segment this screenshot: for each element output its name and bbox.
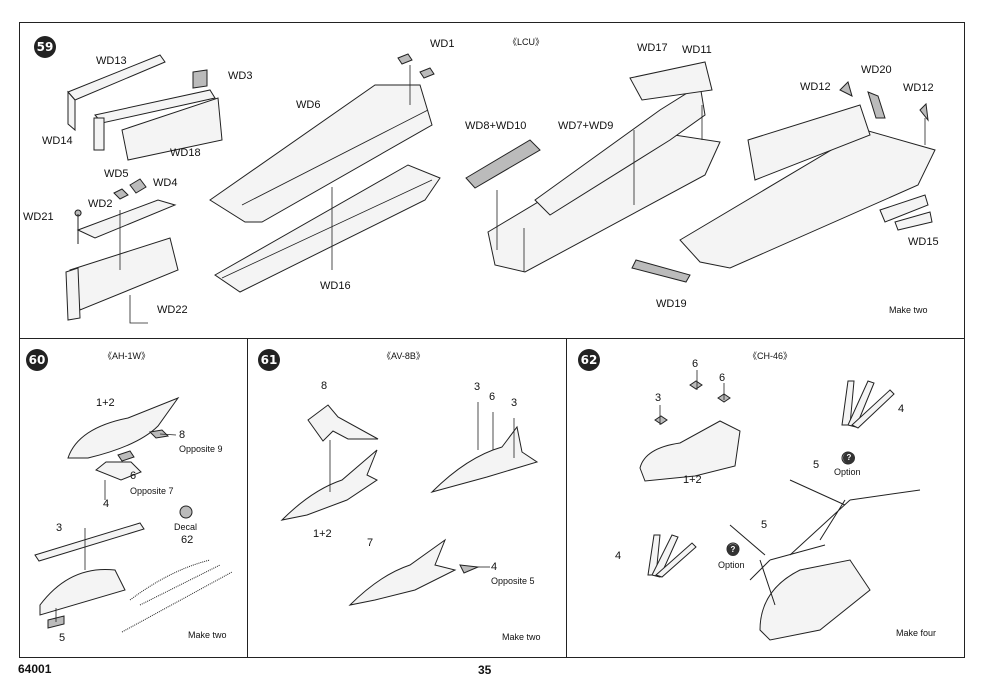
step-number-62: 62 xyxy=(578,349,600,371)
part-label: WD11 xyxy=(682,44,712,56)
part-label: WD16 xyxy=(320,280,351,292)
page-number: 35 xyxy=(478,663,492,677)
part-label: WD4 xyxy=(153,177,178,189)
option-label: Option xyxy=(718,560,745,570)
part-label: WD15 xyxy=(908,236,939,248)
option-icon: ? xyxy=(727,544,739,556)
part-label: 5 xyxy=(761,519,768,531)
part-label: 6 xyxy=(719,372,726,384)
part-label: 1+2 xyxy=(96,397,115,409)
step-number-59: 59 xyxy=(34,36,56,58)
lcu-deck-halves xyxy=(209,53,441,293)
step-number-60: 60 xyxy=(26,349,48,371)
opposite-note: Opposite 7 xyxy=(130,486,174,496)
part-label: 8 xyxy=(321,380,328,392)
part-label: 5 xyxy=(813,459,820,471)
part-label: 7 xyxy=(367,537,374,549)
option-label: Option xyxy=(834,467,861,477)
decal-label: Decal xyxy=(174,522,198,532)
part-label: 3 xyxy=(655,392,662,404)
part-label: 6 xyxy=(692,358,699,370)
ch46-drawings xyxy=(639,370,921,641)
opposite-note: Opposite 5 xyxy=(491,576,535,586)
part-label: WD12 xyxy=(903,82,934,94)
step-number-61: 61 xyxy=(258,349,280,371)
part-label: 6 xyxy=(489,391,496,403)
part-label: 5 xyxy=(59,632,66,644)
step-59-title: 《LCU》 xyxy=(508,37,545,47)
part-label: 8 xyxy=(179,429,186,441)
part-label: WD13 xyxy=(96,55,127,67)
part-label: 4 xyxy=(103,498,110,510)
make-two-note: Make two xyxy=(889,305,928,315)
part-label: WD6 xyxy=(296,99,321,111)
opposite-note: Opposite 9 xyxy=(179,444,223,454)
part-label: 4 xyxy=(491,561,498,573)
part-label: WD1 xyxy=(430,38,455,50)
part-label: WD22 xyxy=(157,304,188,316)
make-two-note: Make two xyxy=(188,630,227,640)
make-four-note: Make four xyxy=(896,628,937,638)
part-label: 1+2 xyxy=(313,528,332,540)
step-62-title: 《CH-46》 xyxy=(748,351,793,361)
part-label: WD18 xyxy=(170,147,201,159)
part-label: 4 xyxy=(615,550,622,562)
lcu-hull-middle xyxy=(465,61,721,283)
part-label: WD21 xyxy=(23,211,54,223)
lcu-left-subassembly xyxy=(65,54,223,324)
part-label: 62 xyxy=(181,534,194,546)
part-label: WD12 xyxy=(800,81,831,93)
part-label: WD8+WD10 xyxy=(465,120,527,132)
part-label: WD5 xyxy=(104,168,129,180)
part-label: WD20 xyxy=(861,64,892,76)
step-62-panel xyxy=(566,338,965,658)
part-label: 3 xyxy=(474,381,481,393)
part-label: WD17 xyxy=(637,42,668,54)
part-label: WD19 xyxy=(656,298,687,310)
option-icon: ? xyxy=(843,452,855,464)
make-two-note: Make two xyxy=(502,632,541,642)
part-label: WD2 xyxy=(88,198,113,210)
part-label: 6 xyxy=(130,470,137,482)
part-label: 3 xyxy=(511,397,518,409)
lcu-hull-right xyxy=(679,81,936,269)
part-label: WD3 xyxy=(228,70,253,82)
ah1w-drawings xyxy=(34,396,233,633)
part-label: WD7+WD9 xyxy=(558,120,614,132)
step-61-title: 《AV-8B》 xyxy=(382,351,425,361)
product-code: 64001 xyxy=(18,662,52,676)
part-label: WD14 xyxy=(42,135,73,147)
part-label: 4 xyxy=(898,403,905,415)
step-60-title: 《AH-1W》 xyxy=(103,351,150,361)
av8b-drawings xyxy=(280,402,539,606)
part-label: 3 xyxy=(56,522,63,534)
part-label: 1+2 xyxy=(683,474,702,486)
